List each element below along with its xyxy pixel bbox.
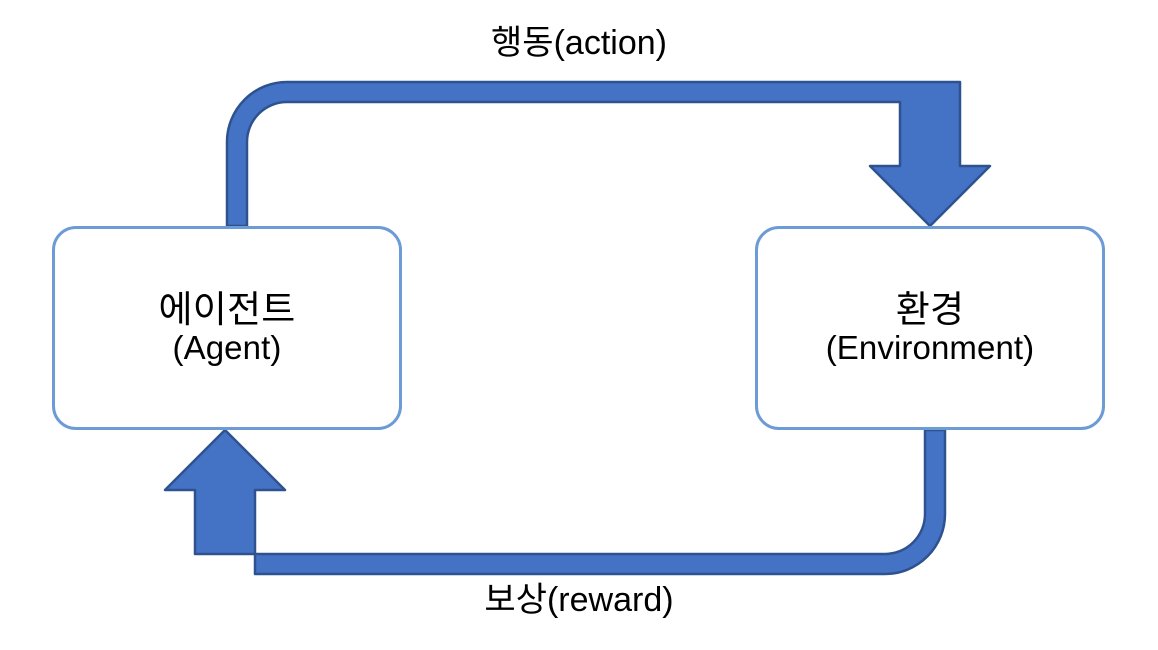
node-environment[interactable]: 환경 (Environment) <box>755 226 1105 430</box>
node-environment-subtitle: (Environment) <box>825 329 1035 367</box>
node-agent-subtitle: (Agent) <box>172 329 282 367</box>
edge-label-reward: 보상(reward) <box>484 581 674 619</box>
edge-label-action: 행동(action) <box>491 24 667 62</box>
node-agent-title: 에이전트 <box>158 288 296 330</box>
node-agent[interactable]: 에이전트 (Agent) <box>52 226 402 430</box>
node-environment-title: 환경 <box>895 288 965 330</box>
action-arrow-shape <box>225 80 992 228</box>
action-arrow <box>225 80 992 228</box>
reward-arrow <box>163 428 947 576</box>
reward-arrow-shape <box>163 428 947 576</box>
